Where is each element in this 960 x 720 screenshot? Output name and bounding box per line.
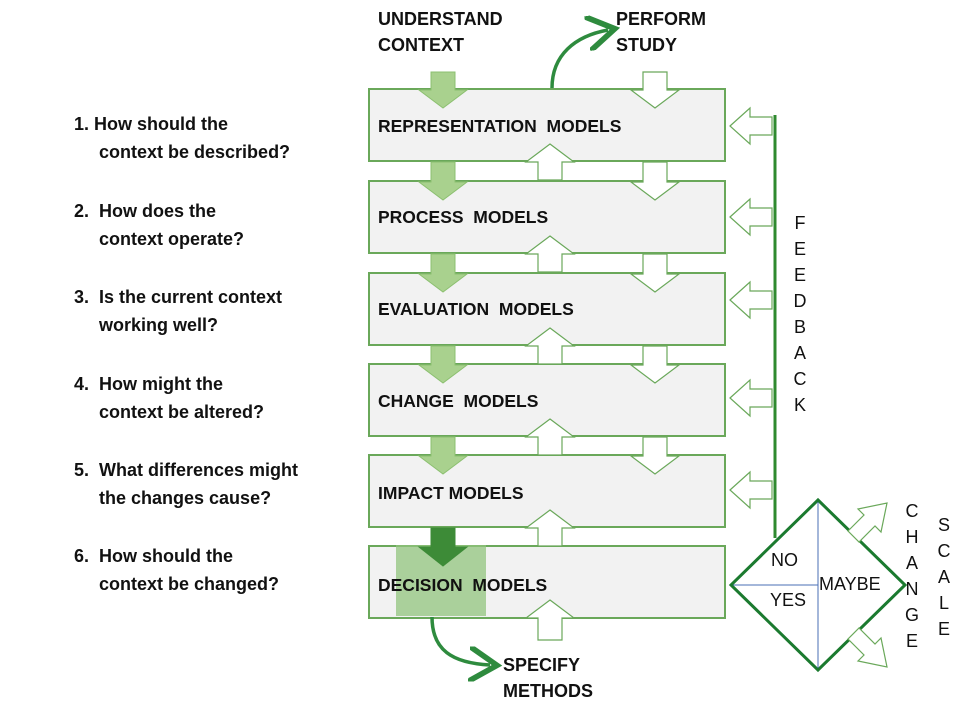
question-6: 6. How should the context be changed? [74,546,280,594]
question-3: 3. Is the current context working well? [74,287,283,335]
process-models-label: PROCESS MODELS [378,207,549,227]
down-arrow-1 [417,71,469,109]
representation-models-label: REPRESENTATION MODELS [378,116,622,136]
up-arrow-3 [524,327,576,365]
feedback-arrow-2 [729,197,773,237]
down-arrow-2 [417,161,469,201]
right-down-arrow-4 [629,345,681,384]
right-down-arrow-5 [629,436,681,475]
right-down-arrow-1 [629,71,681,109]
scale-down-arrow [847,627,888,668]
question-1: 1. How should the context be described? [74,114,291,162]
up-arrow-4 [524,418,576,456]
decision-models-label: DECISION MODELS [378,575,548,595]
down-arrow-3 [417,253,469,293]
up-arrow-2 [524,235,576,273]
change-models-label: CHANGE MODELS [378,391,539,411]
down-arrow-5 [417,436,469,475]
perform-study-curve-arrow [550,30,608,89]
no-label: NO [771,550,798,570]
yes-label: YES [770,590,807,610]
feedback-arrow-5 [729,470,773,510]
impact-models-label: IMPACT MODELS [378,483,524,503]
down-arrow-4 [417,345,469,384]
up-arrow-1 [524,143,576,181]
right-down-arrow-2 [629,161,681,201]
up-arrow-5 [524,509,576,547]
specify-methods-curve-arrow [430,616,490,665]
down-arrow-6 [417,527,469,567]
feedback-arrow-1 [729,106,773,146]
scale-up-arrow [847,502,888,543]
question-2: 2. How does the context operate? [74,201,245,249]
maybe-label: MAYBE [819,574,881,594]
evaluation-models-label: EVALUATION MODELS [378,299,574,319]
feedback-arrow-4 [729,378,773,418]
question-4: 4. How might the context be altered? [74,374,265,422]
question-5: 5. What differences might the changes ca… [74,460,299,508]
feedback-arrow-3 [729,280,773,320]
right-down-arrow-3 [629,253,681,293]
up-arrow-6 [524,599,576,641]
